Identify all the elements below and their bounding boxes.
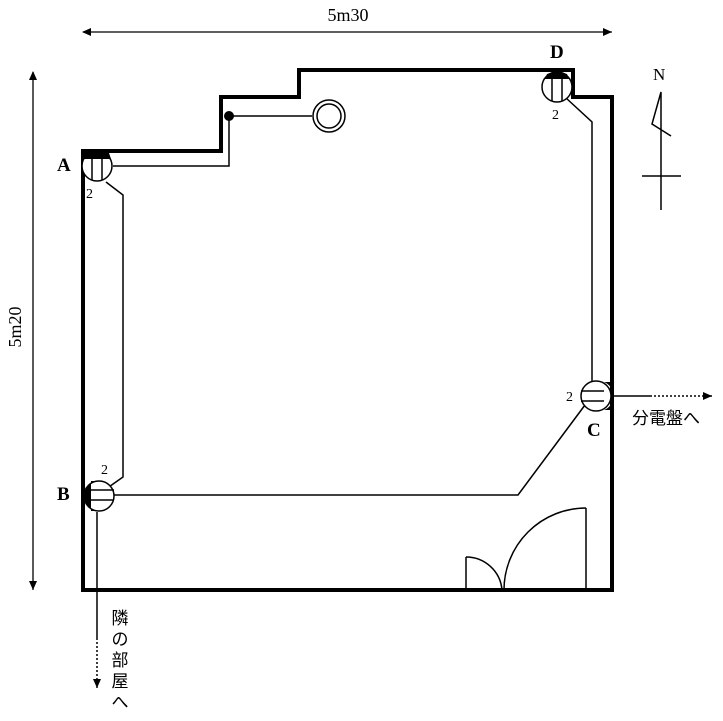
outlet-c-count: 2 xyxy=(566,390,573,405)
to-next-room-char: へ xyxy=(112,693,129,712)
outlet-d-count: 2 xyxy=(552,108,559,123)
height-dimension-label: 5m20 xyxy=(5,306,25,347)
width-dimension: 5m30 xyxy=(82,5,612,36)
outlet-d-label: D xyxy=(550,42,564,63)
width-dimension-label: 5m30 xyxy=(327,5,368,25)
to-next-room-char: 隣 xyxy=(112,609,129,628)
junction-dot xyxy=(224,111,234,121)
to-next-room-char: 屋 xyxy=(112,672,129,691)
door xyxy=(465,507,587,591)
to-next-room-char: 部 xyxy=(112,651,129,670)
wire-d-to-c xyxy=(565,97,593,381)
outlet-b xyxy=(83,480,115,512)
room-outline xyxy=(81,68,614,592)
outlet-a-label: A xyxy=(57,155,71,176)
compass-north-label: N xyxy=(653,65,665,84)
to-next-room-label: 隣 の 部 屋 へ xyxy=(112,609,129,712)
outlet-c xyxy=(580,380,614,412)
outlet-a xyxy=(81,150,113,182)
outlet-a-count: 2 xyxy=(86,187,93,202)
wire-light-junction xyxy=(113,116,230,167)
to-panel-label: 分電盤へ xyxy=(632,409,700,428)
wire-a-to-b xyxy=(105,181,124,490)
ceiling-light-icon xyxy=(312,99,346,133)
north-compass-icon: N xyxy=(642,65,681,210)
outlet-b-label: B xyxy=(57,484,70,505)
height-dimension: 5m20 xyxy=(5,71,37,590)
outlet-b-count: 2 xyxy=(101,463,108,478)
outlet-c-label: C xyxy=(587,420,601,441)
outlet-d xyxy=(541,71,573,103)
to-next-room-char: の xyxy=(112,630,129,649)
wire-b-to-c xyxy=(114,404,586,496)
wiring xyxy=(96,97,593,638)
